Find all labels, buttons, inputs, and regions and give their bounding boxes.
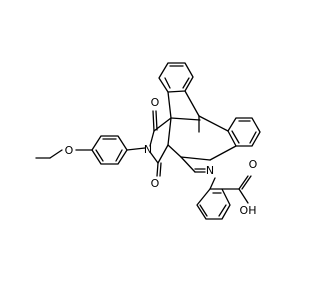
bicyclic-bridge <box>167 90 237 161</box>
atom-label-ether-oxygen: O <box>65 144 74 157</box>
structure-diagram: O O N O N OH O <box>35 62 261 220</box>
benzene-ring-right <box>227 117 261 147</box>
atom-label-oxo-bottom: O <box>151 177 160 190</box>
molecule-canvas: O O N O N OH O <box>35 62 261 220</box>
benzene-ring-top <box>158 62 194 93</box>
atom-label-acid-oxygen: O <box>249 158 258 171</box>
atom-label-imide-nitrogen: N <box>144 143 152 156</box>
benzoic-acid-ring <box>196 175 252 220</box>
atom-label-imine-nitrogen: N <box>206 164 214 177</box>
imine-linker <box>180 156 216 190</box>
imide-ring <box>126 110 172 177</box>
atom-label-oxo-top: O <box>151 96 160 109</box>
atom-label-acid-hydroxyl: OH <box>240 204 257 217</box>
ethoxyphenyl-ring <box>35 135 128 165</box>
